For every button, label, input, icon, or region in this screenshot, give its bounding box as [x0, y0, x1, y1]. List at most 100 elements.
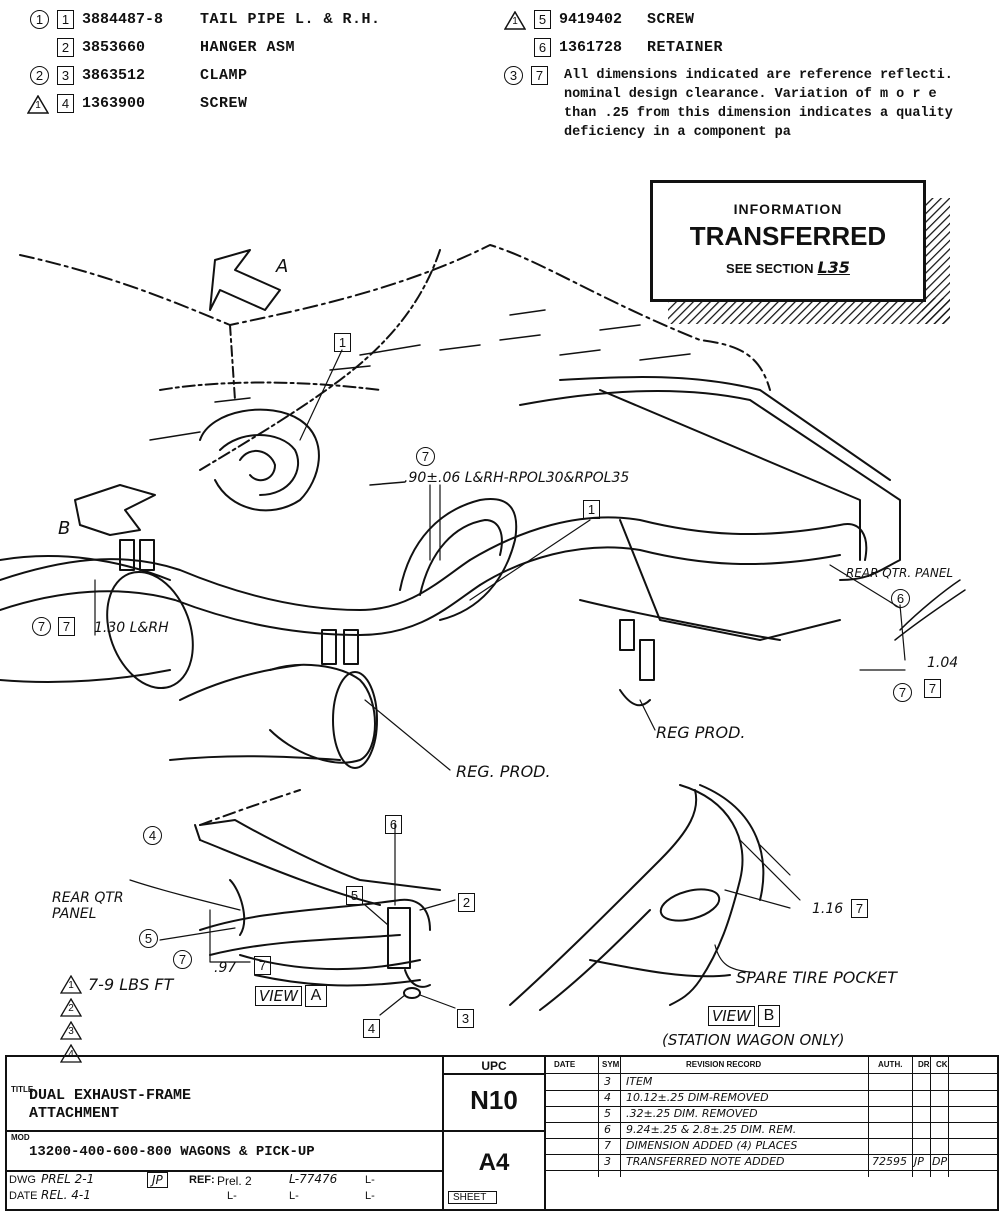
upc-value: N10 — [470, 1085, 518, 1115]
note-line: nominal design clearance. Variation of m… — [564, 87, 937, 102]
part-description: SCREW — [200, 95, 248, 112]
part-number: 9419402 — [559, 11, 623, 28]
item-4-circle: 4 — [143, 826, 162, 845]
view-b-arrow-label: B — [58, 518, 71, 539]
item-1-callout: 1 — [583, 500, 600, 519]
part-number: 3884487-8 — [82, 11, 164, 28]
note-7-circle: 7 — [173, 950, 192, 969]
item-box: 2 — [57, 38, 74, 57]
view-b-drawing — [509, 784, 801, 1011]
drawing-ref-row: DWG PREL 2-1 DATE REL. 4-1 JP REF: Prel.… — [9, 1172, 375, 1202]
reg-prod-label: REG PROD. — [656, 723, 746, 742]
view-b-label: VIEW B — [708, 1005, 780, 1027]
revision-row: 6 9.24±.25 & 2.8±.25 DIM. REM. — [546, 1123, 997, 1139]
note-7-circle: 7 — [32, 617, 51, 636]
station-wagon-note: (STATION WAGON ONLY) — [662, 1031, 845, 1049]
item-box: 1 — [57, 10, 74, 29]
main-exhaust-assembly-drawing — [0, 244, 966, 771]
dimension-callout-116: 1.16 — [812, 901, 844, 917]
item-6-box: 6 — [385, 815, 402, 834]
revision-record: DATE SYM REVISION RECORD AUTH. DR CK 3 I… — [546, 1057, 997, 1209]
note-circle-mark: 3 — [504, 66, 523, 85]
stamp-line-1: INFORMATION — [733, 201, 843, 217]
revision-row: 4 10.12±.25 DIM-REMOVED — [546, 1091, 997, 1107]
sheet-value: A4 — [478, 1149, 510, 1176]
drawing-title: DUAL EXHAUST-FRAME ATTACHMENT — [29, 1087, 192, 1122]
part-description: TAIL PIPE L. & R.H. — [200, 11, 381, 28]
dimension-note: All dimensions indicated are reference r… — [564, 66, 994, 142]
item-box: 4 — [57, 94, 74, 113]
parts-row-3: 2 3 3863512 CLAMP — [30, 66, 248, 85]
revision-row: 7 DIMENSION ADDED (4) PLACES — [546, 1139, 997, 1155]
dimension-callout-left: 1.30 L&RH — [94, 620, 169, 636]
title-section: TITLE DUAL EXHAUST-FRAME ATTACHMENT MOD … — [7, 1057, 444, 1209]
triangle-mark: 1 — [27, 94, 49, 114]
upc-section: UPC N10 A4 SHEET — [444, 1057, 546, 1209]
spare-tire-pocket-label: SPARE TIRE POCKET — [736, 968, 897, 987]
dimension-callout-104: 1.04 — [927, 655, 959, 671]
part-description: HANGER ASM — [200, 39, 296, 56]
reg-prod-label: REG. PROD. — [456, 762, 551, 781]
item-4-box: 4 — [363, 1019, 380, 1038]
item-5-circle: 5 — [139, 929, 158, 948]
parts-row-1: 1 1 3884487-8 TAIL PIPE L. & R.H. — [30, 10, 381, 29]
item-box: 7 — [531, 66, 548, 85]
torque-triangle-marks: 1 2 3 4 — [60, 975, 82, 1067]
item-3-box: 3 — [457, 1009, 474, 1028]
torque-spec: 7-9 LBS FT — [88, 975, 174, 994]
revision-row: 5 .32±.25 DIM. REMOVED — [546, 1107, 997, 1123]
note-circle-mark: 2 — [30, 66, 49, 85]
model-line: 13200-400-600-800 WAGONS & PICK-UP — [29, 1144, 315, 1160]
dimension-callout-97: .97 — [214, 960, 237, 976]
part-number: 1361728 — [559, 39, 623, 56]
item-box: 5 — [534, 10, 551, 29]
item-box: 6 — [534, 38, 551, 57]
item-5-box: 5 — [346, 886, 363, 905]
view-a-arrow-label: A — [276, 256, 289, 277]
item-6-circle: 6 — [891, 589, 910, 608]
note-7-box: 7 — [851, 899, 868, 918]
rear-qtr-panel-label: REAR QTR PANEL — [52, 890, 124, 922]
view-a-label: VIEW A — [255, 985, 327, 1007]
note-line: deficiency in a component pa — [564, 125, 791, 140]
part-number: 1363900 — [82, 95, 146, 112]
title-block: TITLE DUAL EXHAUST-FRAME ATTACHMENT MOD … — [5, 1055, 999, 1211]
parts-row-4: 1 4 1363900 SCREW — [27, 94, 248, 114]
part-description: RETAINER — [647, 39, 724, 56]
parts-row-5: 1 5 9419402 SCREW — [504, 10, 695, 30]
revision-row: 3 ITEM — [546, 1075, 997, 1091]
stamp-line-2: TRANSFERRED — [689, 221, 887, 251]
parts-row-2: 2 3853660 HANGER ASM — [30, 38, 295, 57]
note-7-box: 7 — [254, 956, 271, 975]
title-tag: TITLE — [11, 1085, 34, 1094]
item-box: 3 — [57, 66, 74, 85]
part-number: 3853660 — [82, 39, 146, 56]
triangle-mark: 1 — [504, 10, 526, 30]
stamp-shadow-hatch — [668, 198, 950, 324]
note-line: All dimensions indicated are reference r… — [564, 68, 953, 83]
part-description: CLAMP — [200, 67, 248, 84]
note-7-box: 7 — [924, 679, 941, 698]
model-tag: MOD — [11, 1133, 30, 1142]
upc-header: UPC — [481, 1059, 507, 1073]
note-line: than .25 from this dimension indicates a… — [564, 106, 953, 121]
parts-row-6: 6 1361728 RETAINER — [504, 38, 723, 57]
item-1-callout: 1 — [334, 333, 351, 352]
revision-header-row: DATE SYM REVISION RECORD AUTH. DR CK — [546, 1057, 997, 1074]
note-7-marks: 3 7 — [504, 66, 548, 85]
part-description: SCREW — [647, 11, 695, 28]
sheet-label: SHEET — [448, 1191, 498, 1204]
note-7-box: 7 — [58, 617, 75, 636]
part-number: 3863512 — [82, 67, 146, 84]
revision-row: 3 TRANSFERRED NOTE ADDED 72595 JP DP — [546, 1155, 997, 1171]
item-2-box: 2 — [458, 893, 475, 912]
dimension-callout-top: .90±.06 L&RH-RPOL30&RPOL35 — [404, 470, 630, 486]
note-7-circle: 7 — [416, 447, 435, 466]
rear-qtr-panel-label: REAR QTR. PANEL — [846, 566, 954, 580]
note-circle-mark: 1 — [30, 10, 49, 29]
section-number: L35 — [817, 258, 850, 277]
note-7-circle: 7 — [893, 683, 912, 702]
view-a-drawing — [129, 789, 456, 1016]
